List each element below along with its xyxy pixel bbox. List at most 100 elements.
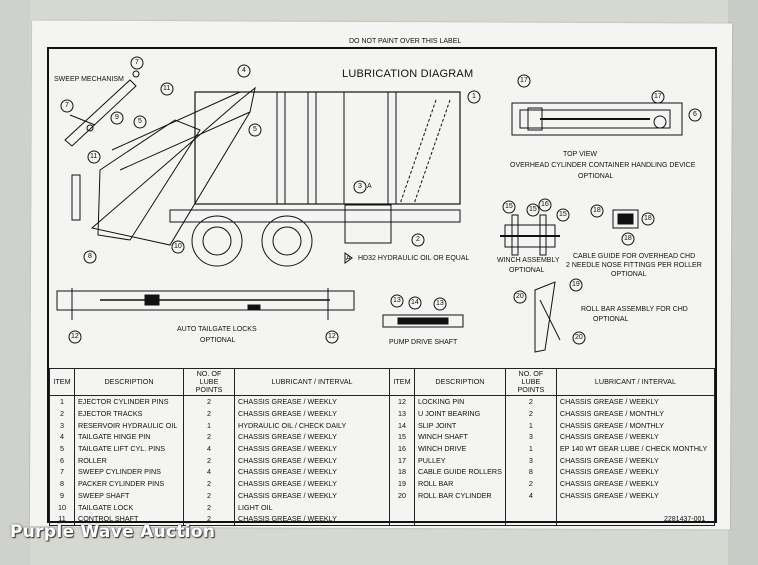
table-cell-item: 10 — [49, 501, 75, 513]
table-cell-points: 2 — [504, 395, 557, 408]
table-cell-lubricant: CHASSIS GREASE / WEEKLY — [555, 489, 716, 502]
diagram-title: LUBRICATION DIAGRAM — [342, 68, 474, 80]
table-cell-item: 18 — [389, 466, 415, 478]
callout-17: 17 — [520, 77, 528, 84]
sweep-mechanism-drawing — [64, 70, 140, 147]
table-cell-item: 19 — [389, 477, 415, 490]
callout-12: 12 — [71, 333, 79, 340]
table-cell-description: WINCH SHAFT — [414, 431, 506, 443]
header-description-right: DESCRIPTION — [414, 368, 506, 396]
callout-3: 3 — [358, 183, 362, 190]
callout-circles — [60, 56, 702, 345]
tailgate-locks-drawing — [56, 288, 355, 320]
table-cell-points: 1 — [504, 442, 557, 455]
table-cell-lubricant: CHASSIS GREASE / WEEKLY — [234, 407, 390, 420]
header-lubricant-right: LUBRICANT / INTERVAL — [555, 368, 716, 396]
table-cell-lubricant: CHASSIS GREASE / WEEKLY — [234, 395, 390, 408]
table-cell-description: TAILGATE LOCK — [74, 501, 184, 513]
table-cell-item: 3 — [49, 419, 75, 432]
table-cell-points: 2 — [504, 407, 557, 420]
table-cell-item: 6 — [49, 454, 75, 467]
table-cell-lubricant: CHASSIS GREASE / WEEKLY — [555, 466, 716, 478]
table-cell-item: 14 — [389, 419, 415, 432]
table-cell-item: 16 — [389, 442, 415, 455]
table-cell-points: 1 — [504, 419, 557, 432]
table-cell-description: PULLEY — [414, 454, 506, 467]
top-view-drawing — [511, 102, 683, 136]
cable-guide-caption-3: OPTIONAL — [611, 271, 647, 278]
table-cell-item: 1 — [49, 395, 75, 408]
table-cell-points: 2 — [183, 489, 235, 502]
table-cell-description: SWEEP SHAFT — [74, 489, 184, 502]
table-cell-lubricant — [555, 512, 716, 526]
table-cell-item: 9 — [49, 489, 75, 502]
table-cell-description: EJECTOR TRACKS — [74, 407, 184, 420]
winch-drawing — [500, 214, 560, 256]
callout-15b: 15 — [529, 206, 537, 213]
tailgate-locks-caption-2: OPTIONAL — [200, 337, 236, 344]
callout-4: 4 — [242, 67, 246, 74]
table-cell-points: 2 — [183, 501, 235, 513]
callout-5: 5 — [138, 118, 142, 125]
table-cell-description: TAILGATE HINGE PIN — [74, 431, 184, 443]
table-cell-lubricant: LIGHT OIL — [234, 501, 390, 513]
table-cell-lubricant: CHASSIS GREASE / WEEKLY — [555, 454, 716, 467]
cable-guide-drawing — [612, 209, 639, 229]
table-cell-points: 2 — [183, 395, 235, 408]
table-cell-description: ROLL BAR CYLINDER — [414, 489, 506, 502]
table-cell-description: RESERVOIR HYDRAULIC OIL — [74, 419, 184, 432]
table-cell-points: 8 — [504, 466, 557, 478]
table-cell-lubricant: CHASSIS GREASE / MONTHLY — [555, 407, 716, 420]
table-cell-description: EJECTOR CYLINDER PINS — [74, 395, 184, 408]
table-cell-lubricant: CHASSIS GREASE / WEEKLY — [555, 431, 716, 443]
roll-bar-caption-2: OPTIONAL — [593, 316, 629, 323]
table-cell-item: 2 — [49, 407, 75, 420]
winch-caption: WINCH ASSEMBLY — [497, 257, 560, 264]
callout-13b: 13 — [436, 300, 444, 307]
table-cell-lubricant: CHASSIS GREASE / WEEKLY — [555, 395, 716, 408]
pump-shaft-drawing — [382, 314, 464, 328]
table-cell-lubricant: CHASSIS GREASE / WEEKLY — [234, 442, 390, 455]
table-cell-description: U JOINT BEARING — [414, 407, 506, 420]
table-cell-points — [504, 512, 557, 526]
cable-guide-caption-2: 2 NEEDLE NOSE FITTINGS PER ROLLER — [566, 262, 702, 269]
table-cell-description: SLIP JOINT — [414, 419, 506, 432]
roll-bar-caption: ROLL BAR ASSEMBLY FOR CHD — [581, 306, 688, 313]
callout-7b: 7 — [65, 102, 69, 109]
header-description: DESCRIPTION — [74, 368, 184, 396]
table-cell-item: 15 — [389, 431, 415, 443]
callout-15: 15 — [505, 203, 513, 210]
callout-19: 19 — [572, 281, 580, 288]
roll-bar-drawing — [534, 281, 561, 353]
callout-18: 18 — [593, 207, 601, 214]
part-number: 2281437-001 — [664, 516, 706, 523]
table-cell-item — [389, 501, 415, 513]
table-cell-item: 4 — [49, 431, 75, 443]
table-cell-points: 2 — [504, 477, 557, 490]
table-cell-lubricant: CHASSIS GREASE / WEEKLY — [555, 477, 716, 490]
table-cell-points: 4 — [183, 442, 235, 455]
refuse-truck-drawing — [71, 86, 461, 267]
table-cell-item: 12 — [389, 395, 415, 408]
table-cell-lubricant: CHASSIS GREASE / MONTHLY — [555, 419, 716, 432]
table-cell-lubricant: CHASSIS GREASE / WEEKLY — [234, 466, 390, 478]
callout-20b: 20 — [575, 334, 583, 341]
callout-7: 7 — [135, 59, 139, 66]
callout-11: 11 — [163, 85, 171, 92]
callout-17b: 17 — [654, 93, 662, 100]
table-cell-points: 3 — [504, 454, 557, 467]
table-cell-lubricant: CHASSIS GREASE / WEEKLY — [234, 431, 390, 443]
table-cell-points: 2 — [183, 407, 235, 420]
top-view-caption-3: OPTIONAL — [578, 173, 614, 180]
table-cell-description — [414, 512, 506, 526]
